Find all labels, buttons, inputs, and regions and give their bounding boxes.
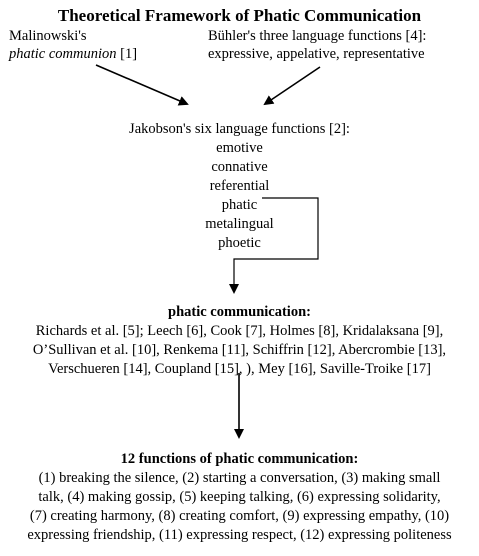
arrow-malinowski-to-jakobson [95, 64, 189, 106]
jakobson-function-referential: referential [209, 178, 270, 194]
twelve-functions-header: 12 functions of phatic communication: [120, 451, 359, 467]
jakobson-function-phoetic: phoetic [218, 235, 261, 251]
jakobson-function-emotive: emotive [216, 140, 263, 156]
arrow-buhler-to-jakobson [263, 66, 321, 106]
buhler-label: Bühler's three language functions [4]: [208, 28, 427, 44]
buhler-source-box: Bühler's three language functions [4]: e… [208, 27, 426, 63]
jakobson-function-connative: connative [211, 159, 268, 175]
phatic-communication-line: Richards et al. [5]; Leech [6], Cook [7]… [35, 323, 444, 339]
malinowski-source-box: Malinowski's phatic communion [1] [9, 27, 137, 63]
jakobson-function-metalingual: metalingual [205, 216, 274, 232]
twelve-functions-line: (7) creating harmony, (8) creating comfo… [29, 508, 450, 524]
malinowski-term-line: phatic communion [1] [9, 45, 137, 63]
buhler-functions: expressive, appelative, representative [208, 46, 425, 62]
twelve-functions-block: 12 functions of phatic communication: (1… [0, 450, 479, 545]
twelve-functions-line: (1) breaking the silence, (2) starting a… [38, 470, 441, 486]
malinowski-reference: [1] [116, 46, 138, 62]
phatic-communication-line: Verschueren [14], Coupland [15], ), Mey … [48, 361, 431, 377]
diagram-title: Theoretical Framework of Phatic Communic… [57, 6, 422, 25]
phatic-communion-term: phatic communion [9, 46, 117, 62]
phatic-communication-line: O’Sullivan et al. [10], Renkema [11], Sc… [32, 342, 447, 358]
phatic-communication-block: phatic communication: Richards et al. [5… [0, 303, 479, 379]
malinowski-label: Malinowski's [9, 28, 87, 44]
twelve-functions-line: expressing friendship, (11) expressing r… [27, 527, 452, 543]
phatic-communication-header: phatic communication: [168, 304, 311, 320]
jakobson-function-phatic: phatic [221, 197, 258, 213]
jakobson-header: Jakobson's six language functions [2]: [129, 121, 350, 137]
twelve-functions-line: talk, (4) making gossip, (5) keeping tal… [38, 489, 441, 505]
